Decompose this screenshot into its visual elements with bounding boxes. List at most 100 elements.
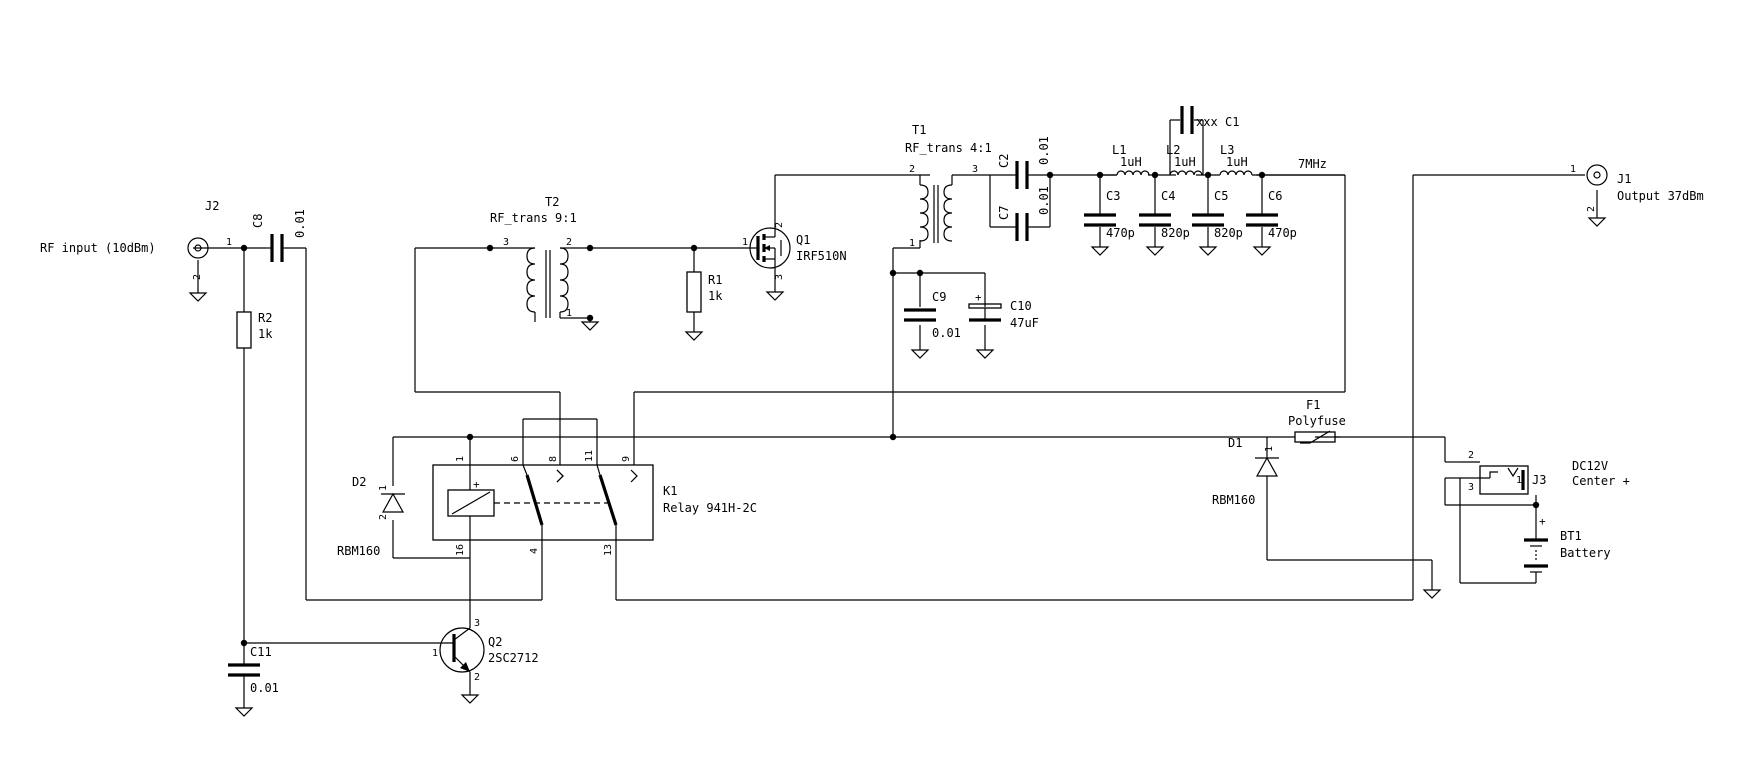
svg-text:C8: C8: [251, 214, 265, 228]
j2-connector: J2 1 2 RF input (10dBm): [40, 199, 232, 280]
svg-text:RF_trans 4:1: RF_trans 4:1: [905, 141, 992, 155]
frequency-label: 7MHz: [1298, 157, 1327, 171]
c3-capacitor: C3 470p: [1084, 189, 1135, 240]
svg-text:1uH: 1uH: [1174, 155, 1196, 169]
svg-text:3: 3: [774, 274, 785, 280]
svg-text:1: 1: [1516, 475, 1522, 486]
svg-text:3: 3: [1468, 482, 1474, 493]
svg-text:820p: 820p: [1161, 226, 1190, 240]
svg-text:C6: C6: [1268, 189, 1282, 203]
rf-input-label: RF input (10dBm): [40, 241, 156, 255]
svg-text:3: 3: [503, 237, 509, 248]
c7-capacitor: C7 0.01: [997, 186, 1051, 241]
ground-symbols: [188, 217, 1607, 717]
svg-text:6: 6: [510, 456, 521, 462]
svg-text:1: 1: [1264, 446, 1275, 452]
svg-text:1: 1: [432, 648, 438, 659]
svg-text:C9: C9: [932, 290, 946, 304]
c4-capacitor: C4 820p: [1139, 189, 1190, 240]
svg-text:1: 1: [378, 485, 389, 491]
svg-text:Q1: Q1: [796, 233, 810, 247]
svg-text:470p: 470p: [1106, 226, 1135, 240]
c1-capacitor: xxx C1: [1180, 106, 1239, 134]
relay-open-pins: [556, 469, 564, 483]
svg-text:C11: C11: [250, 645, 272, 659]
svg-text:1: 1: [742, 237, 748, 248]
c2-capacitor: C2 0.01: [997, 136, 1051, 189]
c6-capacitor: C6 470p: [1246, 189, 1297, 240]
j3-dc-jack: 2 3 1 J3 DC12V Center +: [1460, 450, 1630, 495]
svg-text:J2: J2: [205, 199, 219, 213]
svg-text:J1: J1: [1617, 172, 1631, 186]
l2-inductor: L2 1uH: [1166, 143, 1203, 176]
svg-text:C7: C7: [997, 206, 1011, 220]
svg-text:L3: L3: [1220, 143, 1234, 157]
r1-resistor: R1 1k: [686, 271, 723, 313]
svg-text:2: 2: [378, 514, 389, 520]
svg-text:C3: C3: [1106, 189, 1120, 203]
r2-resistor: R2 1k: [236, 311, 273, 349]
wires: [193, 119, 1598, 700]
svg-text:2: 2: [1468, 450, 1474, 461]
svg-text:R2: R2: [258, 311, 272, 325]
svg-text:1: 1: [1570, 164, 1576, 175]
q2-transistor: Q2 2SC2712 1 3 2: [432, 618, 539, 683]
bt1-battery: + BT1 Battery: [1524, 515, 1611, 582]
svg-text:Relay 941H-2C: Relay 941H-2C: [663, 501, 757, 515]
svg-text:D2: D2: [352, 475, 366, 489]
j1-connector: 1 J1 Output 37dBm 2: [1570, 164, 1704, 212]
c10-capacitor: + C10 47uF: [968, 291, 1039, 330]
svg-text:xxx: xxx: [1196, 115, 1218, 129]
svg-text:1: 1: [455, 456, 466, 462]
svg-text:Center +: Center +: [1572, 474, 1630, 488]
svg-text:T1: T1: [912, 123, 926, 137]
svg-text:RBM160: RBM160: [337, 544, 380, 558]
svg-text:IRF510N: IRF510N: [796, 249, 847, 263]
svg-text:K1: K1: [663, 484, 677, 498]
svg-text:RF_trans 9:1: RF_trans 9:1: [490, 211, 577, 225]
svg-text:0.01: 0.01: [1037, 136, 1051, 165]
svg-text:47uF: 47uF: [1010, 316, 1039, 330]
svg-text:R1: R1: [708, 273, 722, 287]
svg-text:+: +: [473, 478, 480, 491]
c9-capacitor: C9 0.01: [904, 290, 961, 340]
svg-text:2: 2: [566, 237, 572, 248]
svg-text:2: 2: [1586, 206, 1597, 212]
c8-capacitor: C8 0.01: [251, 209, 307, 262]
t1-transformer: T1 RF_trans 4:1 2 3 1: [905, 123, 992, 249]
d2-diode: D2 RBM160 1 2: [337, 475, 405, 558]
svg-text:2: 2: [192, 274, 203, 280]
l3-inductor: L3 1uH: [1219, 143, 1253, 176]
svg-text:C10: C10: [1010, 299, 1032, 313]
svg-text:1: 1: [566, 308, 572, 319]
svg-text:0.01: 0.01: [932, 326, 961, 340]
svg-text:1uH: 1uH: [1120, 155, 1142, 169]
svg-text:1: 1: [909, 238, 915, 249]
svg-text:13: 13: [603, 544, 614, 556]
svg-text:L1: L1: [1112, 143, 1126, 157]
svg-text:0.01: 0.01: [250, 681, 279, 695]
svg-text:C2: C2: [997, 154, 1011, 168]
svg-text:C1: C1: [1225, 115, 1239, 129]
svg-text:1k: 1k: [708, 289, 723, 303]
svg-text:J3: J3: [1532, 473, 1546, 487]
c11-capacitor: C11 0.01: [228, 645, 279, 695]
l1-inductor: L1 1uH: [1112, 143, 1150, 176]
svg-text:9: 9: [621, 456, 632, 462]
c5-capacitor: C5 820p: [1192, 189, 1243, 240]
svg-text:Polyfuse: Polyfuse: [1288, 414, 1346, 428]
k1-relay: + K1 Relay 941H-2C 1 6 8 11 9 16 4 13: [432, 450, 757, 556]
svg-text:2SC2712: 2SC2712: [488, 651, 539, 665]
svg-text:T2: T2: [545, 195, 559, 209]
svg-text:2: 2: [909, 164, 915, 175]
svg-text:D1: D1: [1228, 436, 1242, 450]
svg-text:2: 2: [474, 672, 480, 683]
svg-text:Battery: Battery: [1560, 546, 1611, 560]
svg-text:820p: 820p: [1214, 226, 1243, 240]
svg-text:8: 8: [548, 456, 559, 462]
d1-diode: D1 RBM160 1: [1212, 436, 1279, 507]
f1-polyfuse: F1 Polyfuse: [1288, 398, 1346, 444]
svg-text:F1: F1: [1306, 398, 1320, 412]
svg-text:+: +: [1539, 515, 1546, 528]
svg-text:3: 3: [972, 164, 978, 175]
